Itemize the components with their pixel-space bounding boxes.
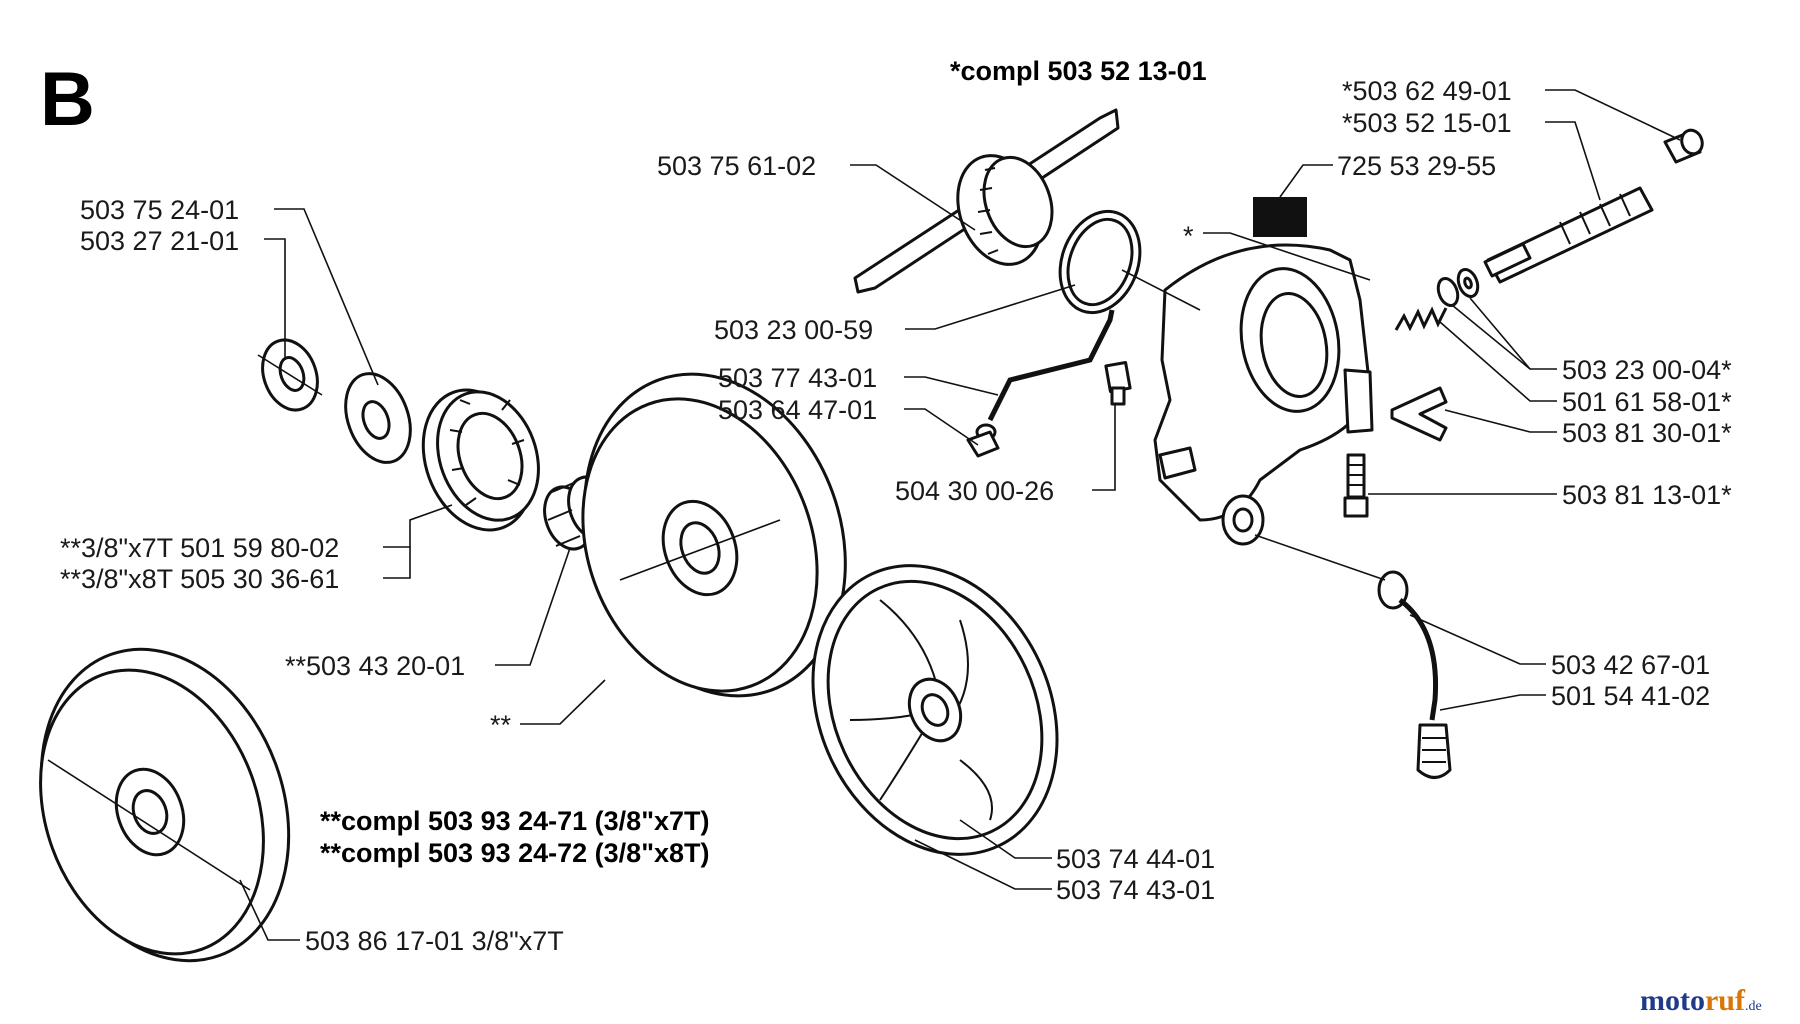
- watermark-part-c: .de: [1745, 999, 1762, 1014]
- part-label: *503 62 49-01: [1342, 76, 1512, 106]
- part-label: 503 27 21-01: [80, 226, 239, 256]
- part-label: 503 74 43-01: [1056, 875, 1215, 905]
- clutch-assembly-part: [811, 564, 1059, 856]
- rim-sprocket-part: [421, 388, 540, 532]
- spare-clutch-drum-part: [39, 647, 291, 963]
- part-label: *503 52 15-01: [1342, 108, 1512, 138]
- part-label: 503 81 13-01*: [1562, 480, 1732, 510]
- watermark-part-a: moto: [1640, 984, 1705, 1017]
- worm-gear-part: [853, 108, 1120, 294]
- part-label: 501 54 41-02: [1551, 681, 1710, 711]
- section-letter: B: [40, 57, 95, 142]
- pump-spring-part: [1394, 306, 1448, 332]
- part-label: **3/8"x7T 501 59 80-02: [60, 533, 339, 563]
- part-label: 503 75 61-02: [657, 151, 816, 181]
- part-label: 503 23 00-59: [714, 315, 873, 345]
- leader-lines: [239, 89, 1681, 941]
- oil-hose-filter-part: [1377, 570, 1452, 779]
- adjusting-screw-part: [1343, 453, 1369, 518]
- part-label: **503 43 20-01: [285, 651, 465, 681]
- part-label: 503 75 24-01: [80, 195, 239, 225]
- pump-piston-part: [1483, 186, 1654, 284]
- part-label: 503 64 47-01: [718, 395, 877, 425]
- plug-part: [1663, 128, 1704, 164]
- oil-pipe-part: [975, 309, 1115, 441]
- pump-washers-part: [1436, 267, 1480, 308]
- hose-connector-part: [1104, 360, 1132, 406]
- part-label: 725 53 29-55: [1337, 151, 1496, 181]
- nipple-part: [966, 430, 1000, 458]
- watermark-logo: motoruf.de: [1640, 984, 1762, 1017]
- part-label: **: [490, 710, 512, 740]
- assembly-label-drum-8t: **compl 503 93 24-72 (3/8"x8T): [320, 838, 710, 868]
- part-label: 503 74 44-01: [1056, 844, 1215, 874]
- part-label: 503 42 67-01: [1551, 650, 1710, 680]
- seal-ring-part: [1058, 209, 1142, 315]
- part-label: 504 30 00-26: [895, 476, 1054, 506]
- assembly-label-pump: *compl 503 52 13-01: [950, 56, 1207, 86]
- part-label: **3/8"x8T 505 30 36-61: [60, 564, 339, 594]
- part-label: 501 61 58-01*: [1562, 387, 1732, 417]
- lock-washer-part: [257, 338, 323, 412]
- clutch-drum-part: [581, 372, 847, 698]
- part-label: 503 23 00-04*: [1562, 355, 1732, 385]
- stop-bracket-part: [1390, 386, 1448, 442]
- part-label: *: [1183, 221, 1194, 251]
- part-label: 503 81 30-01*: [1562, 418, 1732, 448]
- part-label: 503 77 43-01: [718, 363, 877, 393]
- washer-part: [344, 372, 412, 464]
- oil-pump-housing-part: [1153, 243, 1374, 546]
- assembly-label-drum-7t: **compl 503 93 24-71 (3/8"x7T): [320, 806, 710, 836]
- sealing-plate-part: [1253, 197, 1307, 237]
- part-label: 503 86 17-01 3/8"x7T: [305, 926, 564, 956]
- watermark-part-b: ruf: [1705, 984, 1746, 1017]
